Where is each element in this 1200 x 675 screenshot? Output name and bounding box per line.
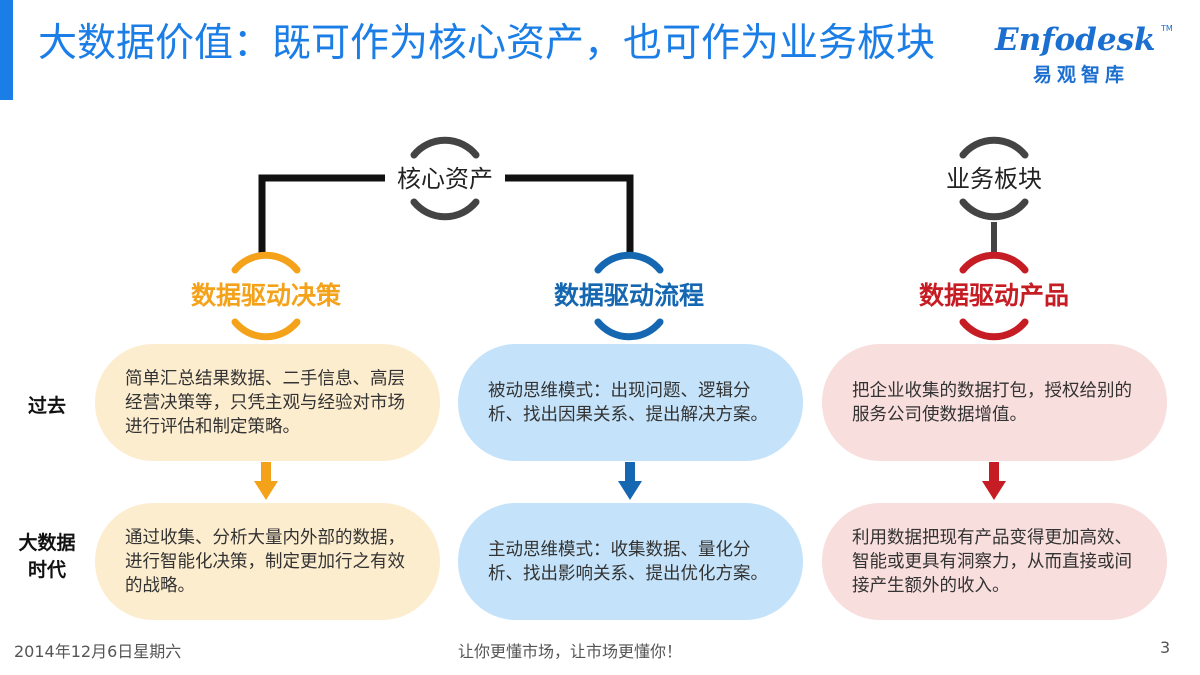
product-ring-top <box>959 251 1029 274</box>
core-asset-ring-top <box>410 136 480 159</box>
footer-date: 2014年12月6日星期六 <box>14 642 182 661</box>
row-label-big-data-line1: 大数据 <box>18 532 76 554</box>
category-product: 数据驱动产品 <box>918 281 1069 310</box>
business-block-label: 业务板块 <box>946 165 1042 193</box>
pill-text: 简单汇总结果数据、二手信息、高层经营决策等，只凭主观与经验对市场进行评估和制定策… <box>125 368 405 437</box>
process-ring-bottom <box>594 318 664 341</box>
category-process: 数据驱动流程 <box>553 281 704 310</box>
process-ring-top <box>594 251 664 274</box>
pill-text: 通过收集、分析大量内外部的数据，进行智能化决策，制定更加行之有效的战略。 <box>125 527 405 596</box>
pill-text: 被动思维模式：出现问题、逻辑分析、找出因果关系、提出解决方案。 <box>488 380 768 425</box>
logo-wordmark: Enfodesk <box>995 22 1156 58</box>
slide-title: 大数据价值：既可作为核心资产，也可作为业务板块 <box>38 21 936 66</box>
core-asset-ring-bottom <box>410 198 480 221</box>
core-asset-label: 核心资产 <box>397 165 493 193</box>
footer-slogan: 让你更懂市场，让市场更懂你！ <box>458 642 683 661</box>
business-ring-top <box>959 136 1029 159</box>
product-ring-bottom <box>959 318 1029 341</box>
category-decision: 数据驱动决策 <box>190 281 341 310</box>
pill-text: 把企业收集的数据打包，授权给别的服务公司使数据增值。 <box>852 380 1132 425</box>
decision-arrow <box>254 462 278 500</box>
logo-trademark: TM <box>1161 24 1173 33</box>
business-ring-bottom <box>959 198 1029 221</box>
row-label-past: 过去 <box>27 395 66 417</box>
pill-bigdata-process: 主动思维模式：收集数据、量化分析、找出影响关系、提出优化方案。 <box>458 503 803 620</box>
pill-past-process: 被动思维模式：出现问题、逻辑分析、找出因果关系、提出解决方案。 <box>458 344 803 461</box>
accent-bar <box>0 0 13 100</box>
core-asset-bracket <box>258 174 634 258</box>
logo-chinese: 易观智库 <box>1033 64 1130 86</box>
decision-ring-top <box>231 251 301 274</box>
pill-past-decision: 简单汇总结果数据、二手信息、高层经营决策等，只凭主观与经验对市场进行评估和制定策… <box>95 344 440 461</box>
product-arrow <box>982 462 1006 500</box>
pill-text: 主动思维模式：收集数据、量化分析、找出影响关系、提出优化方案。 <box>488 539 768 584</box>
row-label-big-data-line2: 时代 <box>27 559 66 581</box>
enfodesk-logo: Enfodesk TM 易观智库 <box>995 22 1175 92</box>
decision-ring-bottom <box>231 318 301 341</box>
pill-bigdata-product: 利用数据把现有产品变得更加高效、智能或更具有洞察力，从而直接或间接产生额外的收入… <box>822 503 1167 620</box>
page-number: 3 <box>1160 638 1171 657</box>
pill-text: 利用数据把现有产品变得更加高效、智能或更具有洞察力，从而直接或间接产生额外的收入… <box>852 527 1132 596</box>
process-arrow <box>618 462 642 500</box>
pill-past-product: 把企业收集的数据打包，授权给别的服务公司使数据增值。 <box>822 344 1167 461</box>
pill-bigdata-decision: 通过收集、分析大量内外部的数据，进行智能化决策，制定更加行之有效的战略。 <box>95 503 440 620</box>
